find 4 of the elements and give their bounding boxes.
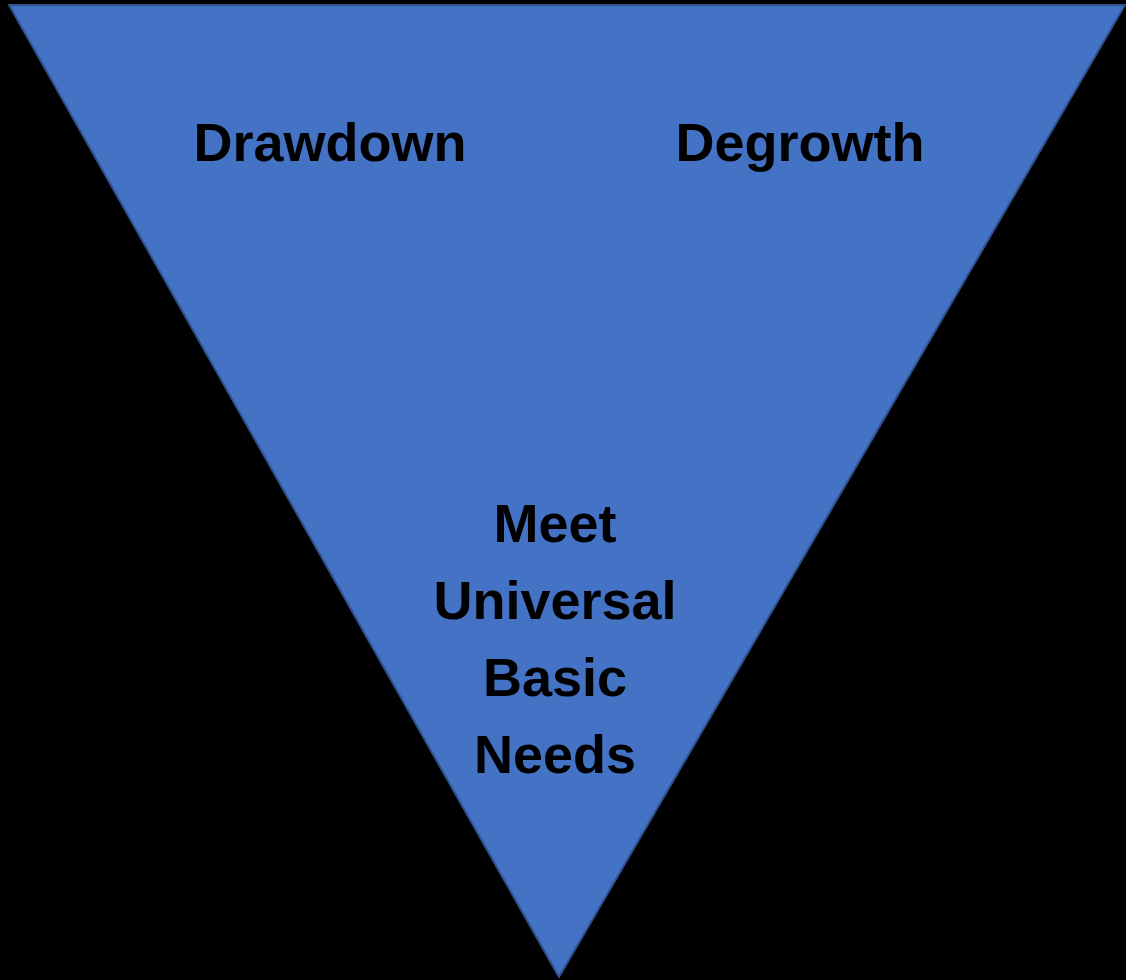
triangle-corner-text: Drawdown [192,111,468,174]
triangle-corner-text: Degrowth [674,111,926,174]
inverted-triangle [8,4,1126,978]
triangle-base-text: Meet Universal Basic Needs [432,492,678,786]
